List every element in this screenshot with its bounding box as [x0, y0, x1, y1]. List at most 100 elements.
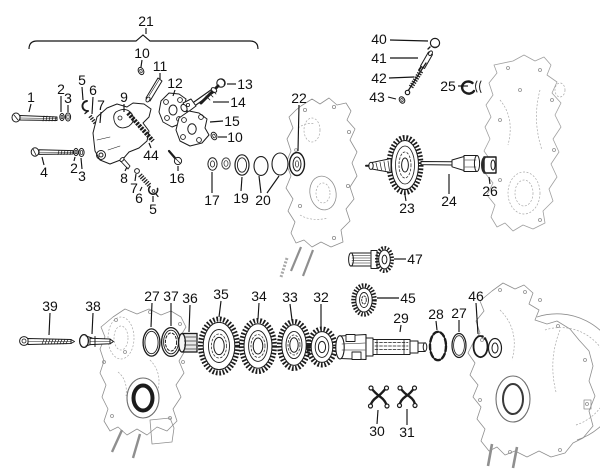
leader-line-19 — [240, 176, 243, 192]
leader-line-38 — [91, 312, 94, 335]
spring-rod-42 — [404, 62, 427, 96]
leader-line-10 — [140, 59, 143, 68]
crankcase-center-sketch — [279, 97, 358, 278]
pin-8 — [119, 156, 131, 170]
ring-20a — [253, 156, 269, 176]
spring-clip-30 — [367, 385, 390, 409]
callout-label-45-37: 45 — [400, 290, 416, 306]
shaft-24 — [420, 155, 481, 172]
callout-label-34-50: 34 — [251, 288, 267, 304]
callout-label-37-47: 37 — [163, 288, 179, 304]
callout-label-9-14: 9 — [120, 89, 128, 105]
gear-32 — [306, 326, 338, 368]
gear-47 — [348, 246, 394, 273]
gear-23 — [365, 135, 424, 195]
ring-37 — [160, 326, 182, 358]
gear-33 — [277, 319, 311, 371]
callout-label-40-28: 40 — [371, 31, 387, 47]
callout-label-6-22: 6 — [135, 190, 143, 206]
ring-small — [221, 157, 231, 170]
leader-line-28 — [435, 320, 438, 331]
callout-label-14-5: 14 — [230, 94, 246, 110]
leader-line-26 — [488, 176, 491, 185]
leader-line-20 — [258, 175, 262, 194]
bushing-36 — [177, 332, 198, 353]
leader-line-42 — [388, 76, 415, 79]
callout-label-41-29: 41 — [371, 50, 387, 66]
washer-10-right — [210, 131, 218, 141]
bearing-boss — [487, 337, 503, 359]
gear-45 — [351, 283, 377, 317]
leader-line-44 — [148, 142, 152, 149]
gear-train — [19, 316, 489, 409]
callout-label-47-36: 47 — [407, 251, 423, 267]
case-studs — [110, 429, 142, 459]
callout-label-20-26: 20 — [255, 192, 271, 208]
callout-label-30-42: 30 — [369, 423, 385, 439]
oil-pump-assembly — [11, 66, 289, 198]
bushing-26 — [481, 156, 497, 174]
callout-label-31-43: 31 — [399, 424, 415, 440]
callout-label-39-44: 39 — [42, 298, 58, 314]
callout-label-2-18: 2 — [70, 160, 78, 176]
callout-label-15-6: 15 — [224, 113, 240, 129]
leader-line-4 — [41, 156, 45, 166]
group-brace-21 — [28, 34, 259, 50]
washer-10-top — [137, 66, 145, 76]
gear-35 — [198, 316, 240, 376]
crankcase-bottom-right-sketch — [467, 282, 600, 469]
pump-cover-15 — [175, 110, 210, 147]
callout-label-6-12: 6 — [89, 82, 97, 98]
leader-line-6 — [139, 186, 143, 192]
leader-line-6 — [91, 96, 94, 115]
leader-line-46 — [475, 302, 479, 335]
callout-label-2-9: 2 — [57, 81, 65, 97]
leader-line-43 — [387, 96, 397, 100]
callout-label-33-51: 33 — [282, 289, 298, 305]
leader-line-40 — [389, 39, 429, 42]
callout-label-12-3: 12 — [167, 75, 183, 91]
bolt-4 — [30, 147, 74, 157]
callout-label-23-33: 23 — [399, 200, 415, 216]
callout-label-21-0: 21 — [138, 13, 154, 29]
callout-label-36-48: 36 — [182, 290, 198, 306]
leader-line-27 — [150, 302, 153, 328]
leader-line-7 — [99, 111, 102, 124]
washer-3 — [64, 112, 72, 122]
washer-2-lower — [73, 147, 79, 157]
circlip-46 — [472, 335, 489, 358]
leader-line-20 — [266, 175, 280, 194]
callout-label-8-20: 8 — [120, 170, 128, 186]
crankcase-right-top-sketch — [483, 54, 566, 232]
washer-2 — [59, 112, 65, 122]
ring-17 — [207, 157, 218, 171]
spring-6-lower — [138, 173, 152, 188]
ring-19 — [234, 154, 250, 176]
leader-line-1 — [28, 103, 32, 113]
callout-label-10-7: 10 — [227, 129, 243, 145]
leader-line-30 — [376, 409, 379, 425]
leader-line-36 — [188, 304, 191, 333]
washer-43 — [398, 96, 406, 104]
callout-label-44-15: 44 — [143, 147, 159, 163]
shaft-38 — [78, 333, 114, 349]
screw-16 — [167, 149, 183, 166]
ring-27-left — [142, 328, 161, 357]
clip-5 — [81, 100, 89, 115]
ring-20b — [271, 152, 289, 176]
callout-label-38-45: 38 — [85, 298, 101, 314]
washer-3-lower — [78, 147, 85, 158]
pump-plate-9 — [92, 102, 152, 165]
leader-line-22 — [297, 104, 300, 152]
bolt-1 — [11, 112, 58, 123]
callout-label-5-8: 5 — [78, 72, 86, 88]
spring-6 — [88, 114, 98, 126]
case-studs — [279, 246, 315, 278]
leader-line-5 — [81, 86, 84, 101]
callout-label-27-41: 27 — [451, 305, 467, 321]
leader-line-15 — [209, 120, 224, 123]
leader-line-29 — [399, 324, 402, 333]
cap-5-lower — [147, 185, 159, 198]
